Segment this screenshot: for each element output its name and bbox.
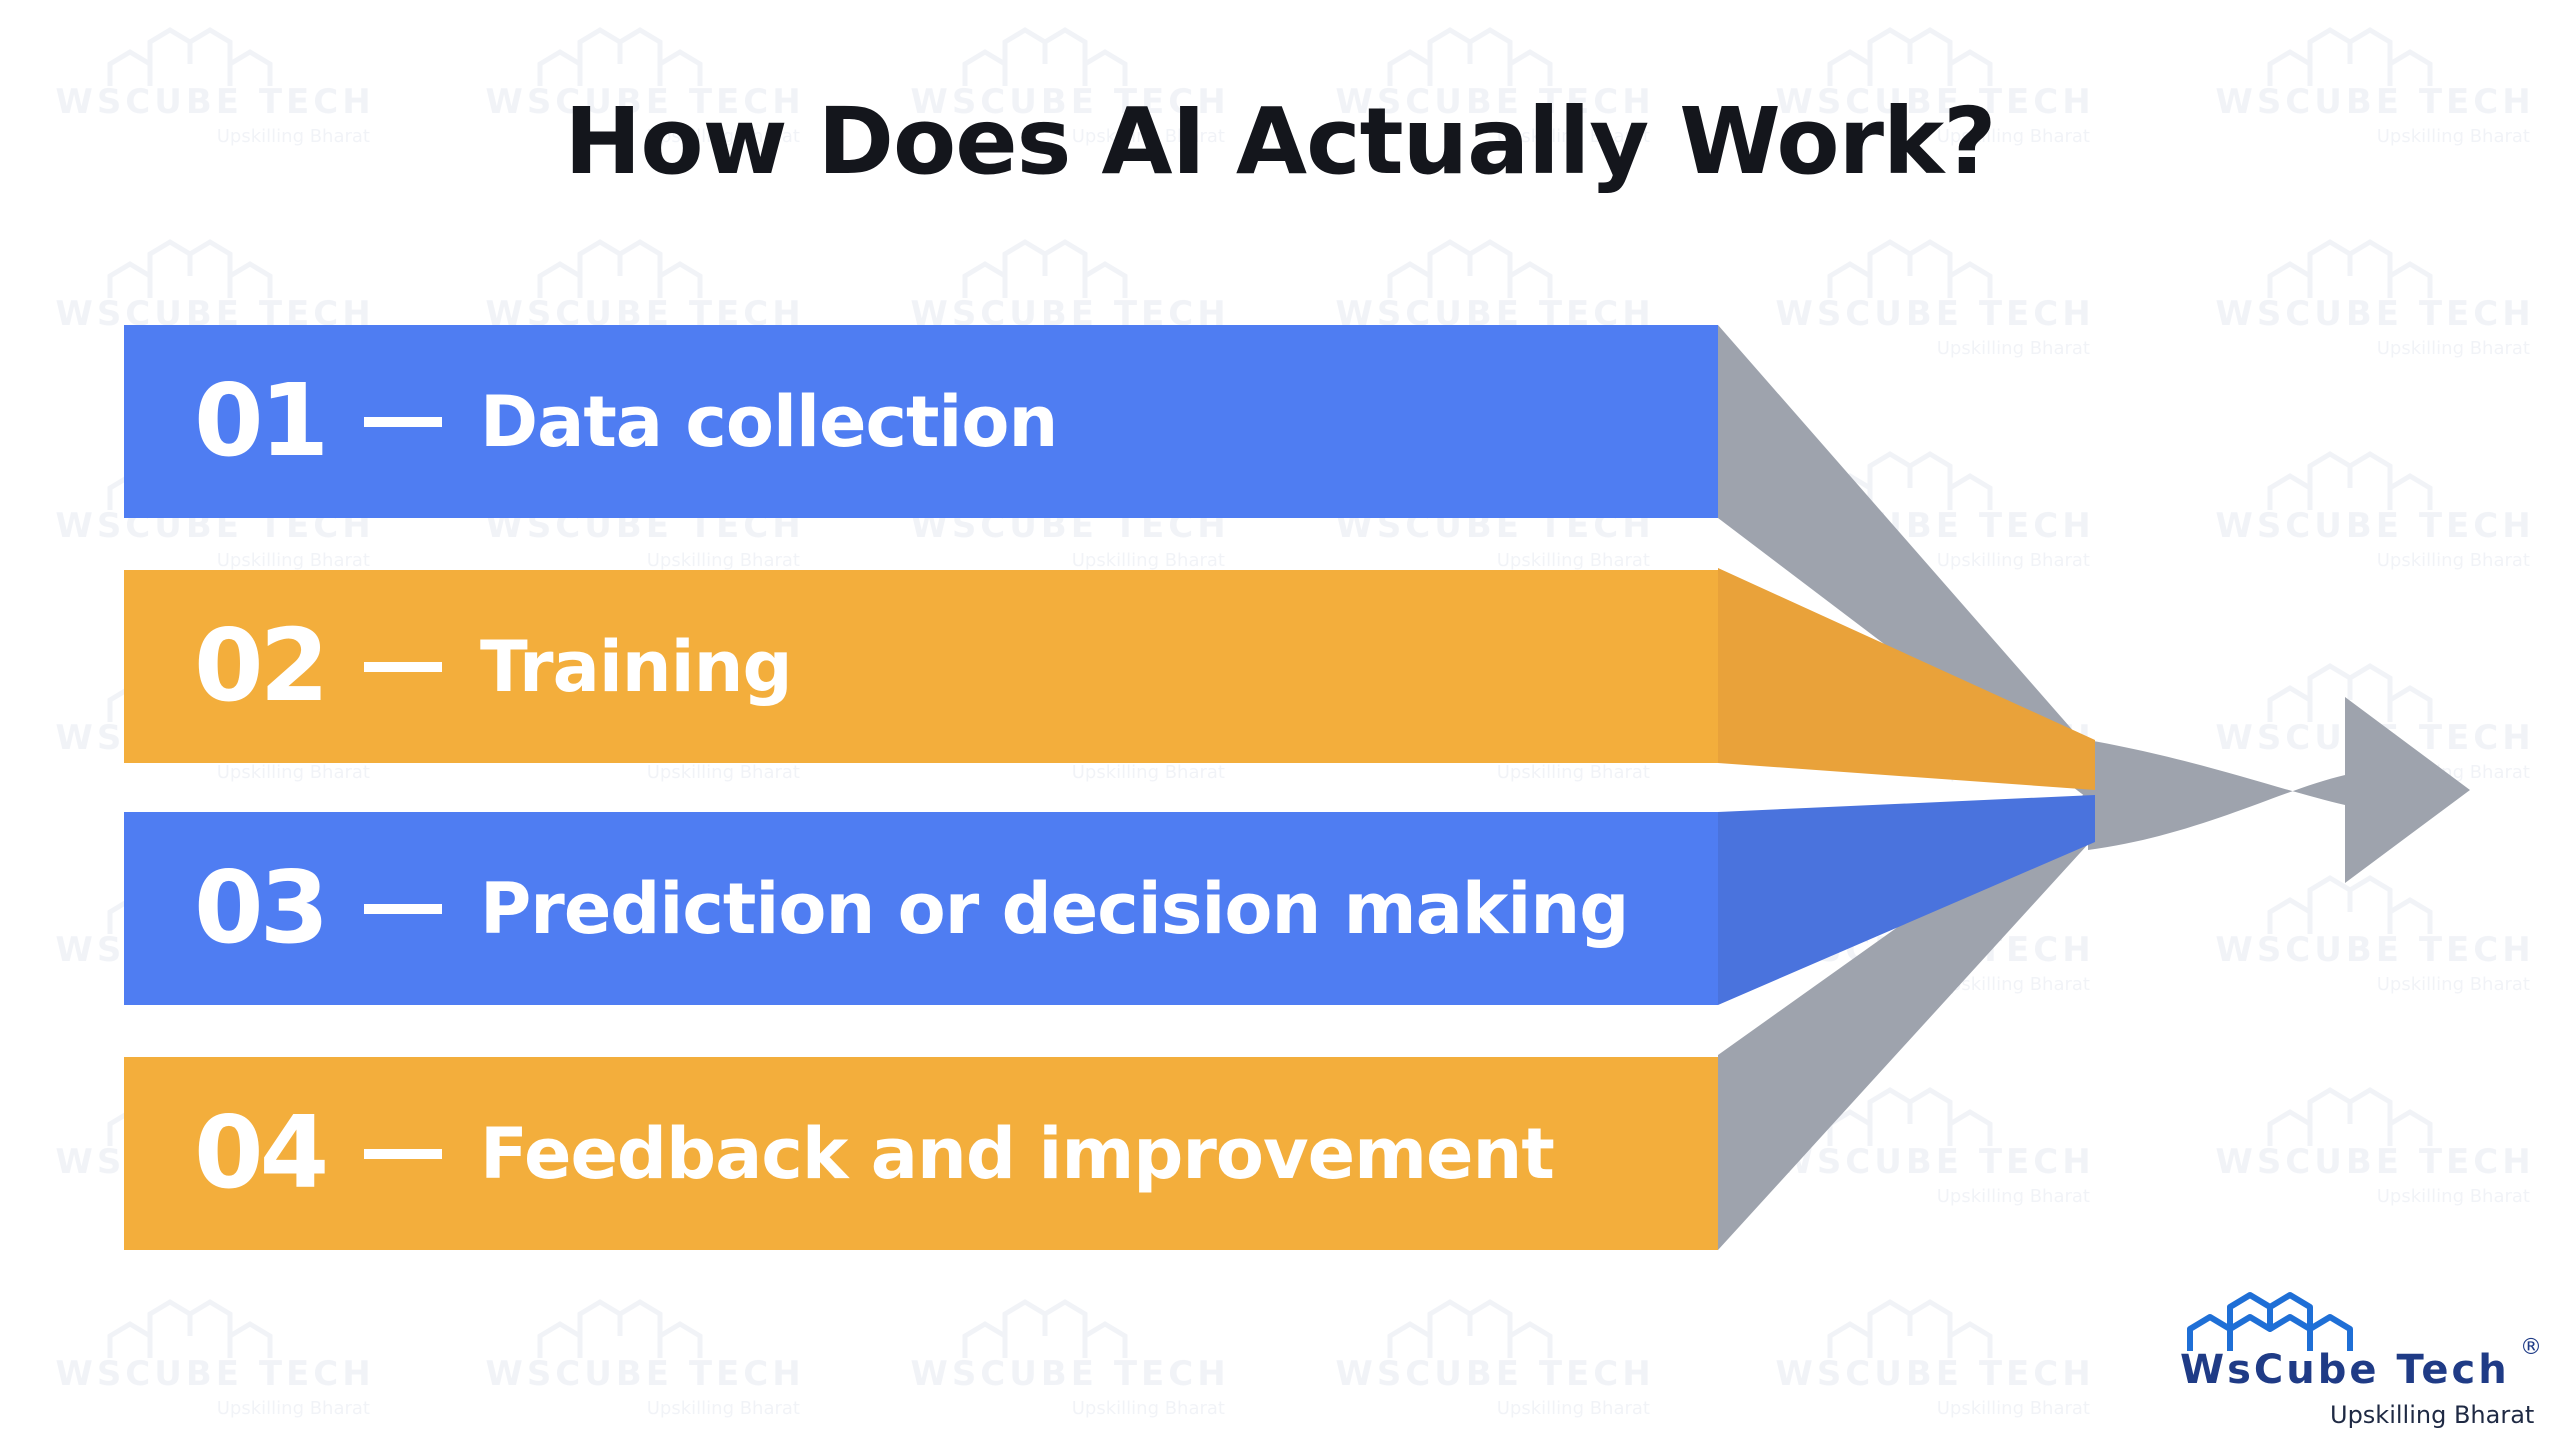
arrow-shaft [1718, 325, 2470, 1250]
step-band-1: 01 Data collection [124, 325, 1718, 518]
dash-separator [364, 1149, 442, 1159]
step-label: Training [480, 626, 793, 708]
step-band-3: 03 Prediction or decision making [124, 812, 1718, 1005]
slide-title: How Does AI Actually Work? [564, 88, 1996, 195]
step-number: 02 [194, 607, 329, 724]
step-number: 03 [194, 849, 329, 966]
step-label: Prediction or decision making [480, 868, 1629, 950]
step-number: 01 [194, 362, 329, 479]
step-band-4: 04 Feedback and improvement [124, 1057, 1718, 1250]
dash-separator [364, 662, 442, 672]
step-band-2: 02 Training [124, 570, 1718, 763]
registered-mark: ® [2520, 1335, 2542, 1360]
dash-separator [364, 904, 442, 914]
step-number: 04 [194, 1094, 329, 1211]
funnel-upper-ribbon [1718, 325, 2090, 800]
step-label: Feedback and improvement [480, 1113, 1555, 1195]
brand-tagline: Upskilling Bharat [2330, 1401, 2535, 1429]
hexagon-logo-icon [2187, 1292, 2353, 1351]
funnel-lower-ribbon [1718, 790, 2090, 1250]
funnel-orange-wedge [1718, 568, 2095, 790]
step-label: Data collection [480, 381, 1058, 463]
brand-logo: WsCube Tech ® Upskilling Bharat [2160, 1285, 2550, 1435]
brand-name: WsCube Tech [2180, 1347, 2510, 1393]
arrow-body [2088, 697, 2470, 883]
dash-separator [364, 417, 442, 427]
funnel-blue-wedge [1718, 795, 2095, 1005]
